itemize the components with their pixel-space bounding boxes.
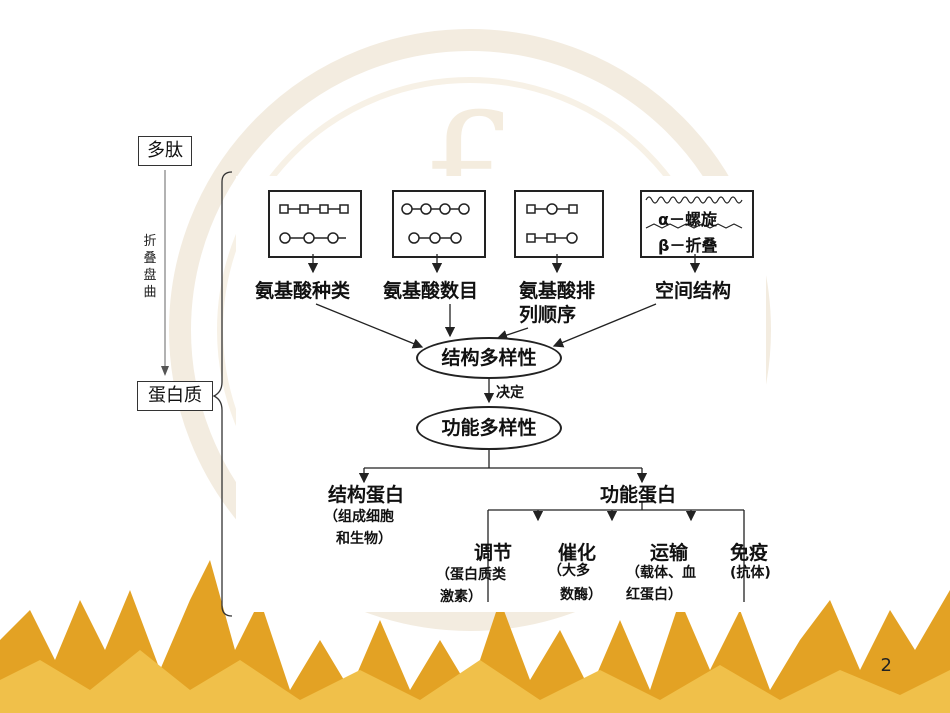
structural-protein-note-2: 和生物） [336,531,392,547]
helix-label: α－螺旋 [658,210,717,229]
function-catalysis-note-2: 数酶） [560,587,602,603]
function-transport-title: 运输 [650,542,689,564]
function-regulation-note-1: （蛋白质类 [436,567,506,583]
function-diversity-ellipse: 功能多样性 [416,406,562,450]
structure-diversity-ellipse: 结构多样性 [416,337,562,379]
function-regulation-title: 调节 [474,542,513,564]
page-number: 2 [880,655,892,676]
order-panel [514,190,604,258]
factor-order-2: 列顺序 [519,304,577,326]
count-panel [392,190,486,258]
function-immunity-note-1: (抗体) [730,565,771,581]
structure-diversity-label: 结构多样性 [441,347,537,369]
count-chain-icon [401,203,470,244]
fold-char-2: 叠 [143,251,157,266]
connector-lines [307,254,766,605]
function-transport-note-1: （载体、血 [626,565,696,581]
kind-chain-icon [279,204,349,244]
function-immunity-title: 免疫 [730,542,769,564]
fold-char-4: 曲 [143,285,157,300]
function-regulation-note-2: 激素） [440,589,482,605]
factor-order-1: 氨基酸排 [519,280,596,302]
fold-char-3: 盘 [143,268,157,283]
fold-char-1: 折 [143,234,157,249]
polypeptide-box: 多肽 [138,136,192,166]
kind-panel [268,190,362,258]
function-diversity-label: 功能多样性 [441,417,537,439]
factor-count: 氨基酸数目 [383,280,479,302]
function-transport-note-2: 红蛋白） [626,587,682,603]
function-catalysis-title: 催化 [558,542,597,564]
helix-sheet-icon [645,196,743,229]
structural-protein-note-1: （组成细胞 [324,509,394,525]
structural-protein-title: 结构蛋白 [328,484,405,506]
decides-label: 决定 [496,385,524,401]
order-chain-icon [526,203,578,244]
functional-protein-title: 功能蛋白 [600,484,677,506]
sheet-label: β－折叠 [658,236,718,255]
brace [212,171,233,617]
function-catalysis-note-1: （大多 [548,563,590,579]
factor-kind: 氨基酸种类 [255,280,351,302]
space-panel: α－螺旋 β－折叠 [640,190,754,258]
fold-arrow [161,170,169,376]
protein-box: 蛋白质 [137,381,213,411]
factor-space: 空间结构 [655,280,732,302]
